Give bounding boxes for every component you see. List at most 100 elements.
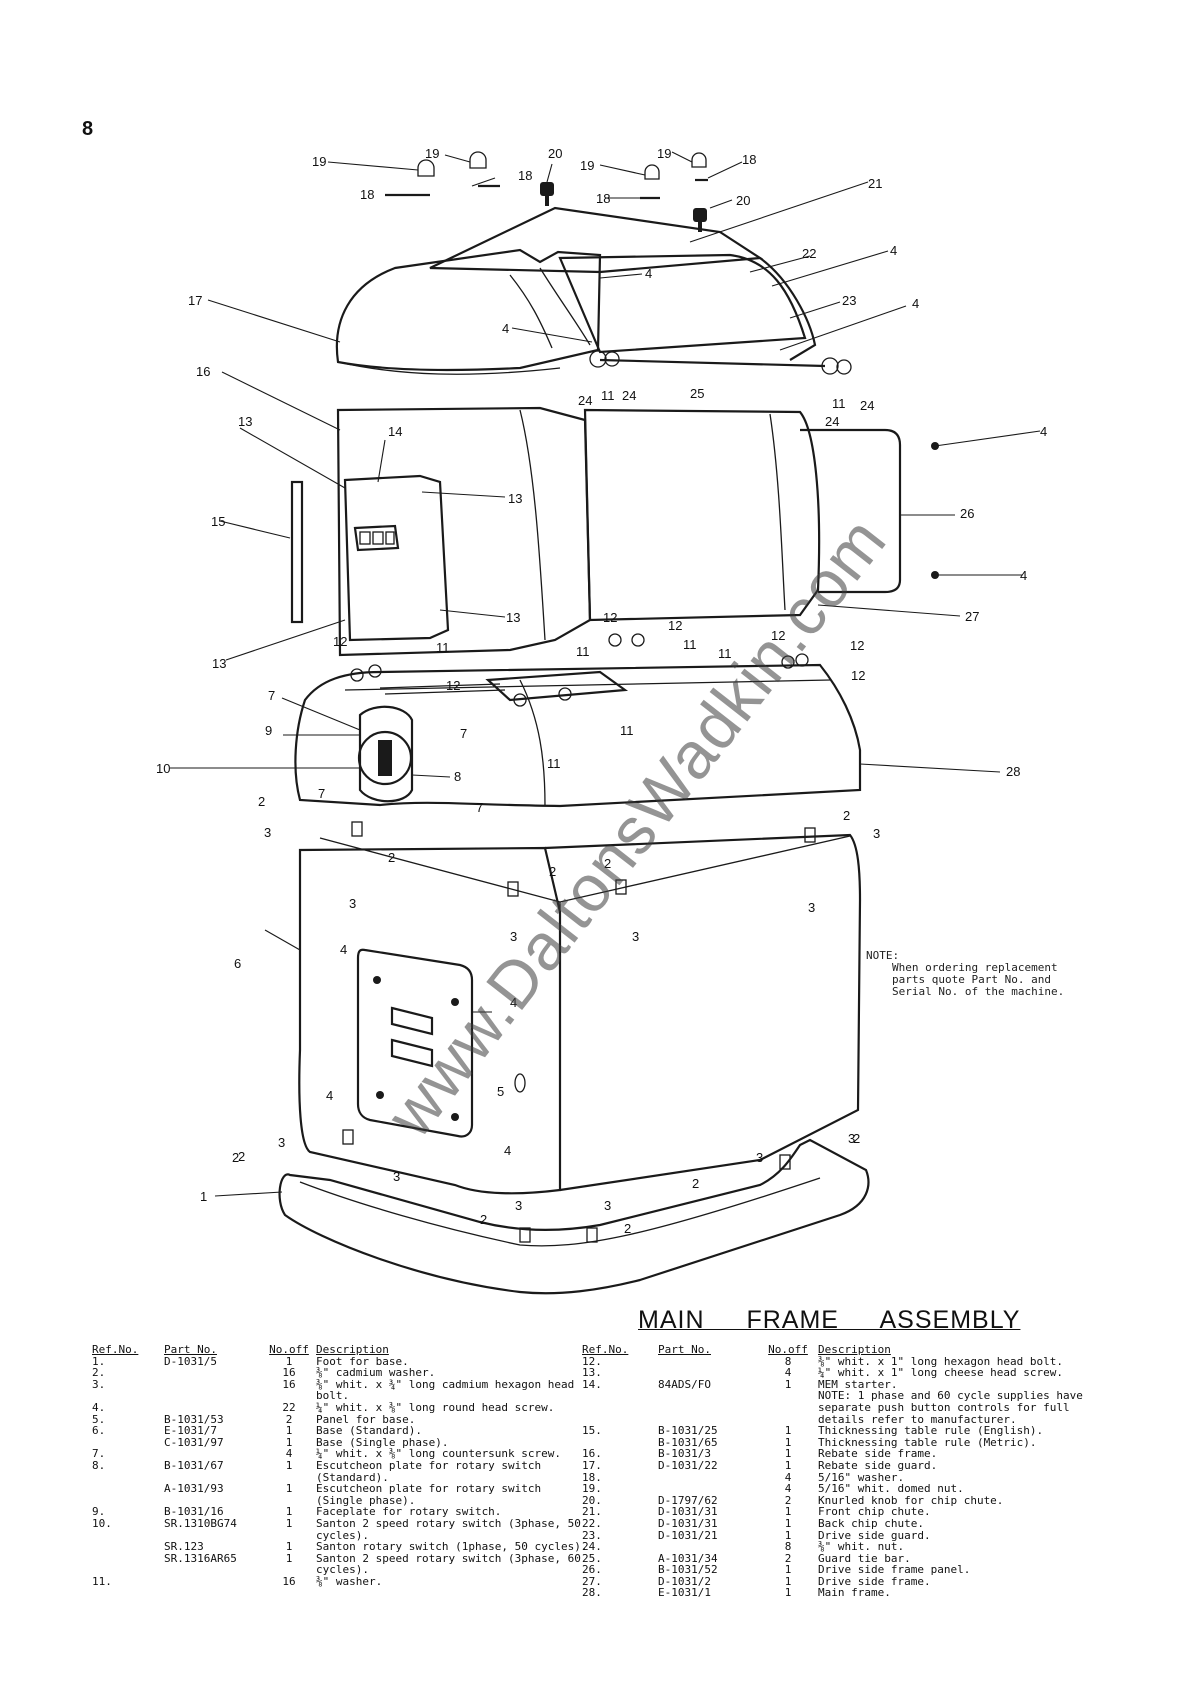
callout: 13 (506, 610, 520, 625)
part-description-cell: ⅜" whit. nut. (818, 1540, 905, 1554)
callout: 19 (580, 158, 594, 173)
part-description-cell: ⅜" whit. x 1" long hexagon head bolt. (818, 1354, 1064, 1368)
part-qty-cell: 4 (784, 1482, 792, 1496)
base-drive-side (544, 833, 862, 1192)
table-header-row: Ref.No. Part No. No.off Description (84, 1344, 592, 1356)
part-qty-cell: 4 (285, 1447, 293, 1461)
callout: 28 (1006, 764, 1020, 779)
part-ref-cell: 3. (92, 1377, 106, 1391)
part-qty-cell: 1 (285, 1516, 293, 1530)
part-number-cell: D-1031/31 (658, 1516, 718, 1530)
part-qty-cell: 22 (282, 1400, 296, 1414)
callout: 4 (1020, 568, 1027, 583)
callout: 11 (436, 640, 450, 655)
callout: 2 (692, 1176, 699, 1191)
drive-side-guard (759, 257, 817, 361)
column-header-ref: Ref.No. (582, 1343, 629, 1356)
callout: 19 (657, 146, 671, 161)
chute-fold (509, 274, 553, 349)
callout: 7 (268, 688, 275, 703)
main-frame-top-edge (344, 679, 831, 691)
part-number-cell: B-1031/52 (658, 1563, 718, 1577)
part-ref-cell: 9. (92, 1505, 106, 1519)
part-ref-cell: 8. (92, 1458, 106, 1472)
callout: 23 (842, 293, 856, 308)
column-header-ref: Ref.No. (92, 1343, 139, 1356)
part-ref-cell: 19. (582, 1482, 602, 1496)
part-number-cell (164, 1576, 262, 1588)
callout: 3 (756, 1150, 763, 1165)
part-qty-cell: 1 (784, 1424, 792, 1438)
callout: 12 (603, 610, 617, 625)
part-number-cell: D-1031/2 (658, 1574, 711, 1588)
callout: 19 (312, 154, 326, 169)
main-frame-fold (519, 679, 546, 807)
part-number-cell (658, 1472, 758, 1484)
drive-side-frame-panel (800, 428, 902, 594)
callout: 19 (425, 146, 439, 161)
callout: 18 (518, 168, 532, 183)
part-description-cell: Guard tie bar. (818, 1551, 911, 1565)
part-number-cell: B-1031/65 (658, 1435, 718, 1449)
callout: 11 (832, 396, 846, 411)
frame-edge (519, 409, 546, 641)
callout: 4 (645, 266, 652, 281)
part-number-cell: B-1031/3 (658, 1447, 711, 1461)
main-frame-bolts (350, 633, 809, 707)
part-description-cell: Thicknessing table rule (Metric). (818, 1435, 1037, 1449)
callout: 3 (278, 1135, 285, 1150)
panel-slot-2 (390, 1038, 434, 1068)
part-qty-cell: 4 (784, 1366, 792, 1380)
part-number-cell: 84ADS/FO (658, 1377, 711, 1391)
part-qty-cell (758, 1390, 818, 1425)
callout: 13 (212, 656, 226, 671)
part-description-cell: Drive side frame. (818, 1574, 931, 1588)
part-description-cell: Escutcheon plate for rotary switch (Stan… (316, 1458, 542, 1484)
part-description-cell: Thicknessing table rule (English). (818, 1424, 1044, 1438)
part-ref-cell (582, 1390, 658, 1425)
foot-inner-edge (299, 1177, 821, 1247)
part-number-cell: B-1031/25 (658, 1424, 718, 1438)
panel-slot (390, 1006, 434, 1036)
part-number-cell: D-1031/5 (164, 1354, 217, 1368)
part-qty-cell: 1 (285, 1354, 293, 1368)
part-ref-cell: 13. (582, 1366, 602, 1380)
base-bolts (342, 821, 816, 1243)
part-qty-cell: 1 (784, 1574, 792, 1588)
front-chip-chute (429, 206, 764, 274)
callout: 18 (742, 152, 756, 167)
callout: 4 (502, 321, 509, 336)
part-description-cell: ⅜" cadmium washer. (316, 1366, 436, 1380)
part-number-cell (658, 1483, 758, 1495)
callout: 11 (576, 644, 590, 659)
callout: 3 (393, 1169, 400, 1184)
part-description-cell: Santon 2 speed rotary switch (3phase, 60… (316, 1551, 581, 1577)
callout: 3 (515, 1198, 522, 1213)
callout: 13 (238, 414, 252, 429)
part-ref-cell: 7. (92, 1447, 106, 1461)
guard-bottom-lip (337, 361, 561, 375)
part-ref-cell: 12. (582, 1354, 602, 1368)
part-qty-cell: 16 (282, 1574, 296, 1588)
callout: 2 (843, 808, 850, 823)
part-ref-cell: 17. (582, 1458, 602, 1472)
main-frame (294, 663, 862, 808)
callout: 4 (912, 296, 919, 311)
part-number-cell (164, 1402, 262, 1414)
part-number-cell: D-1031/31 (658, 1505, 718, 1519)
callout: 3 (808, 900, 815, 915)
part-ref-cell: 2. (92, 1366, 106, 1380)
